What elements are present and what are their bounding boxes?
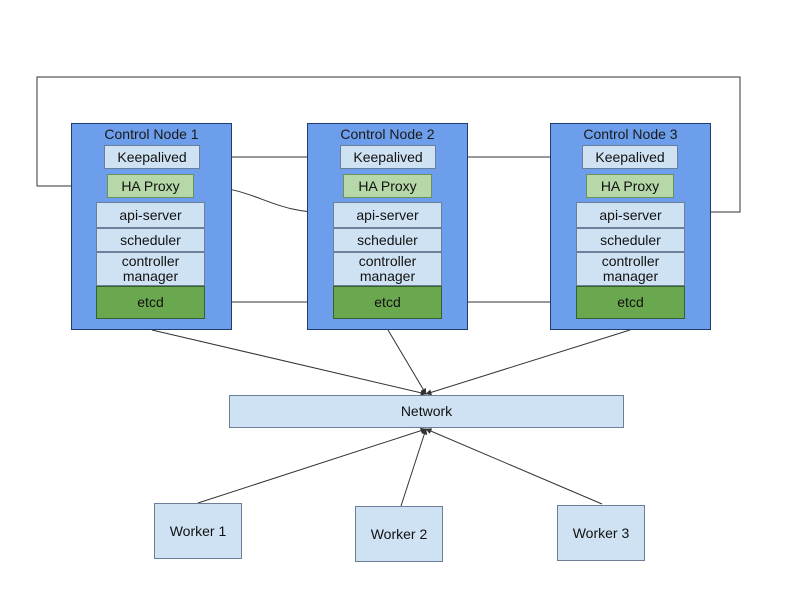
controller-manager-box: controller manager [333,252,442,286]
haproxy-to-api-server-3-loop [36,76,741,215]
keepalived-box: Keepalived [340,145,436,169]
api-server-box: api-server [333,202,442,228]
node-3-to-network [425,329,631,396]
worker-1-box: Worker 1 [154,503,242,559]
api-server-box: api-server [96,202,205,228]
network-box: Network [229,395,624,428]
control-node-title: Control Node 3 [583,126,678,142]
etcd-box: etcd [576,286,685,319]
etcd-box: etcd [96,286,205,319]
scheduler-box: scheduler [576,228,685,252]
api-server-box: api-server [576,202,685,228]
control-node-title: Control Node 1 [104,126,199,142]
worker-2-box: Worker 2 [355,506,443,562]
worker-3-box: Worker 3 [557,505,645,561]
keepalived-box: Keepalived [104,145,200,169]
controller-manager-box: controller manager [96,252,205,286]
worker-2-to-network [400,428,428,507]
node-1-to-network [151,329,427,396]
haproxy-box: HA Proxy [586,174,674,198]
etcd-box: etcd [333,286,442,319]
worker-1-to-network [197,427,427,504]
node-2-to-network [387,329,427,395]
scheduler-box: scheduler [96,228,205,252]
haproxy-box: HA Proxy [343,174,432,198]
controller-manager-box: controller manager [576,252,685,286]
worker-3-to-network [425,428,603,505]
haproxy-box: HA Proxy [107,174,194,198]
keepalived-box: Keepalived [582,145,678,169]
scheduler-box: scheduler [333,228,442,252]
control-node-title: Control Node 2 [340,126,435,142]
